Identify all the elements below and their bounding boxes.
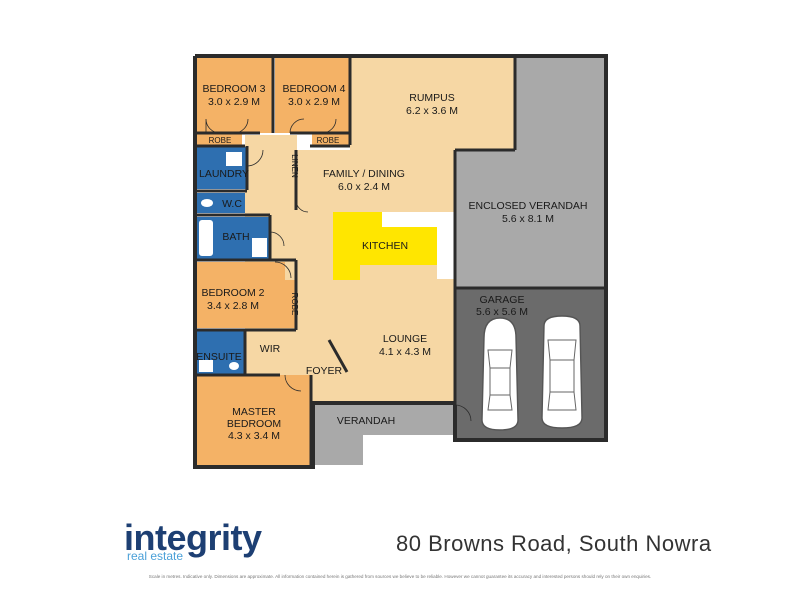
robe-bed4-label: ROBE	[317, 136, 340, 145]
bedroom3-label: BEDROOM 3	[202, 83, 265, 95]
master-bedroom-size: 4.3 x 3.4 M	[228, 430, 280, 442]
garage-size: 5.6 x 5.6 M	[476, 306, 528, 318]
rumpus-label: RUMPUS	[409, 92, 455, 104]
wir-fill	[245, 330, 295, 375]
brand-logo: integrity	[124, 517, 262, 558]
fixtures	[199, 152, 267, 372]
verandah-step	[313, 435, 363, 465]
property-address: 80 Browns Road, South Nowra	[396, 531, 712, 556]
enclosed-verandah-size: 5.6 x 8.1 M	[502, 213, 554, 225]
brand-tagline: real estate	[127, 549, 184, 563]
laundry-label: LAUNDRY	[199, 168, 249, 180]
ensuite-toilet	[229, 362, 239, 370]
bedroom2-size: 3.4 x 2.8 M	[207, 300, 259, 312]
master-bedroom-label-1: MASTER	[232, 406, 276, 418]
bedroom2-label: BEDROOM 2	[201, 287, 264, 299]
robe-bed3-fill	[197, 133, 242, 146]
disclaimer-text: Scale in metres. Indicative only. Dimens…	[148, 574, 652, 579]
kitchen-fill	[333, 212, 437, 280]
robe-bed2-label: ROBE	[290, 293, 299, 316]
lounge-size: 4.1 x 4.3 M	[379, 346, 431, 358]
garage-label: GARAGE	[480, 294, 525, 306]
verandahs	[313, 57, 606, 465]
foyer-label: FOYER	[306, 365, 343, 377]
enclosed-verandah-label: ENCLOSED VERANDAH	[468, 200, 587, 212]
walls	[193, 54, 608, 469]
robe-bed2-fill	[285, 280, 297, 328]
kitchen-bench-side	[437, 227, 455, 279]
family-dining-label: FAMILY / DINING	[323, 168, 405, 180]
wc-toilet	[201, 199, 213, 207]
verandah-fill	[313, 403, 455, 435]
kitchen-bench	[382, 212, 455, 227]
shower	[252, 238, 267, 257]
linen-fill	[283, 147, 296, 185]
bedroom2-fill	[197, 262, 285, 328]
door-swings	[205, 118, 472, 422]
rumpus-size: 6.2 x 3.6 M	[406, 105, 458, 117]
room-labels: BEDROOM 3 3.0 x 2.9 M BEDROOM 4 3.0 x 2.…	[196, 83, 587, 442]
ensuite-label: ENSUITE	[196, 351, 242, 363]
kitchen-area	[333, 212, 455, 280]
ensuite-vanity	[199, 360, 213, 372]
lounge-label: LOUNGE	[383, 333, 427, 345]
master-bedroom-fill	[197, 375, 311, 465]
family-dining-size: 6.0 x 2.4 M	[338, 181, 390, 193]
bathtub	[199, 220, 213, 256]
car-right	[541, 315, 583, 429]
bedroom3-size: 3.0 x 2.9 M	[208, 96, 260, 108]
master-bedroom-label-2: BEDROOM	[227, 418, 281, 430]
verandah-label: VERANDAH	[337, 415, 395, 427]
car-left	[481, 317, 519, 431]
wir-label: WIR	[260, 343, 281, 355]
robe-bed4-fill	[312, 133, 350, 146]
enclosed-verandah-fill	[455, 57, 606, 288]
rumpus-fill	[350, 57, 515, 150]
bath-label: BATH	[222, 231, 249, 243]
bedroom4-size: 3.0 x 2.9 M	[288, 96, 340, 108]
wc-label: W.C	[222, 198, 242, 210]
wc-fill	[197, 193, 245, 213]
kitchen-label: KITCHEN	[362, 240, 408, 252]
laundry-tub	[226, 152, 242, 166]
bedrooms	[197, 58, 350, 465]
bedroom4-label: BEDROOM 4	[282, 83, 345, 95]
bedroom3-fill	[197, 58, 272, 133]
linen-label: LINEN	[290, 154, 299, 178]
bedroom4-fill	[275, 58, 350, 133]
robe-bed3-label: ROBE	[209, 136, 232, 145]
